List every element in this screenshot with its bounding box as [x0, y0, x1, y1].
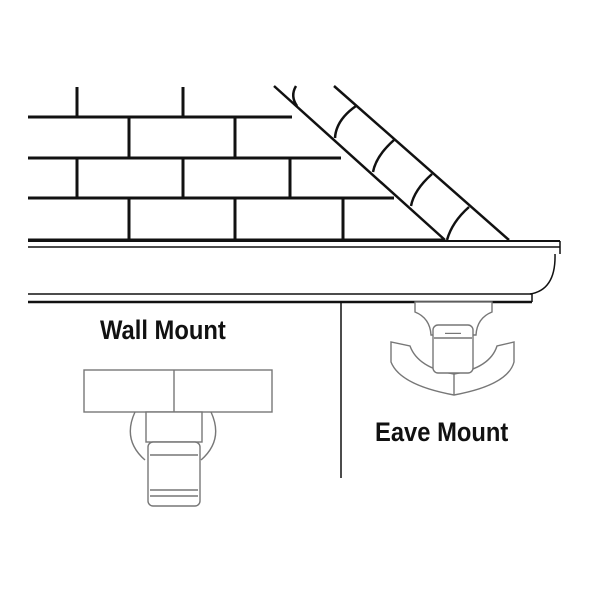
wall-mount-light-drawing: [83, 369, 273, 507]
roof-ridge: [273, 85, 510, 241]
brick-wall: [28, 87, 445, 242]
wall-mount-label: Wall Mount: [100, 315, 226, 345]
eave-mount-light-drawing: ▬▬▬▬: [390, 301, 515, 396]
gutter: [28, 240, 561, 304]
eave-mount-label: Eave Mount: [375, 417, 509, 447]
svg-text:▬▬▬▬: ▬▬▬▬: [445, 330, 461, 335]
